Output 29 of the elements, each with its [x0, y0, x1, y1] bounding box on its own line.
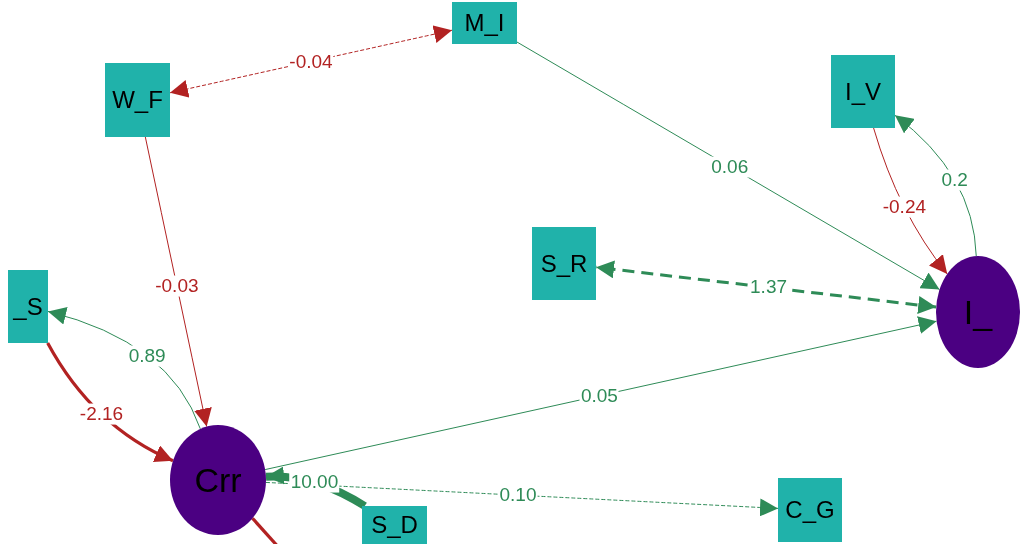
edge-label: 0.89	[127, 345, 167, 367]
path-arrow	[144, 136, 212, 428]
edge-label: 0.2	[940, 169, 969, 191]
edge-label: 0.06	[710, 156, 750, 178]
path-arrow	[169, 25, 453, 98]
variable-name: S_R	[540, 249, 588, 278]
path-arrow	[595, 260, 937, 314]
observed-variable-box	[532, 227, 596, 300]
variable-name: C_G	[785, 496, 835, 524]
path-arrow	[264, 316, 938, 471]
observed-variable-box	[8, 270, 48, 343]
edge-label: 10.00	[289, 471, 340, 493]
observed-variable-box	[362, 506, 427, 544]
variable-name: I_	[963, 292, 993, 332]
path-arrow	[516, 41, 941, 290]
path-arrow	[265, 481, 779, 517]
variable-name: M_I	[464, 9, 505, 37]
variable-name: I_V	[845, 77, 881, 106]
edge-label: -2.16	[78, 403, 125, 425]
variable-name: _S	[13, 292, 43, 321]
observed-variable-box	[452, 2, 517, 44]
observed-variable-box	[831, 55, 895, 128]
edge-label: -0.03	[154, 275, 200, 297]
observed-variable-box	[778, 478, 842, 542]
observed-variable-box	[105, 63, 170, 137]
variable-name: Crr	[194, 460, 242, 500]
variable-name: W_F	[112, 86, 163, 114]
edge-label: -0.24	[881, 196, 927, 218]
variable-name: S_D	[371, 511, 418, 539]
